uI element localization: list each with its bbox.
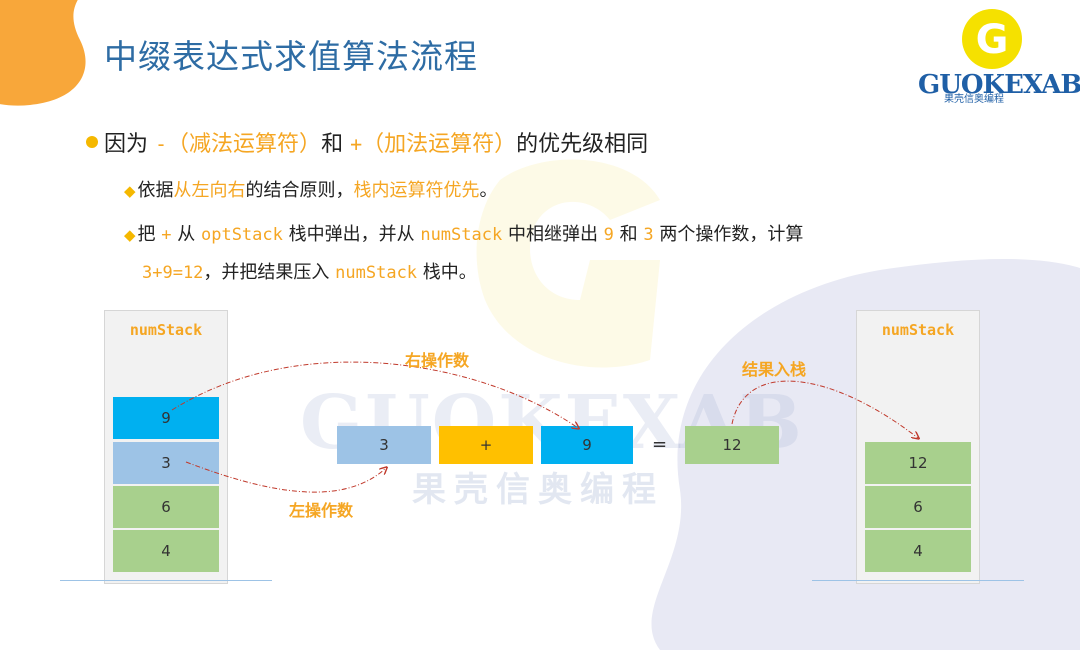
plus-note: （加法运算符） [362, 132, 517, 157]
stack-cell: 12 [865, 442, 971, 484]
text: 的结合原则， [245, 180, 354, 201]
minus-note: （减法运算符） [167, 132, 322, 157]
text: 的优先级相同 [516, 132, 649, 157]
text: 两个操作数，计算 [653, 224, 804, 245]
text: 和 [321, 132, 351, 157]
highlight-stack-priority: 栈内运算符优先 [353, 180, 480, 201]
text: ，并把结果压入 [203, 262, 336, 283]
stack-cell: 4 [865, 530, 971, 572]
text: 依据 [137, 180, 174, 201]
text: 栈中。 [417, 262, 477, 283]
operand-3: 3 [643, 225, 654, 245]
text: 。 [479, 180, 498, 201]
label-left-operand: 左操作数 [289, 501, 354, 520]
bullet-main: 因为 -（减法运算符）和 +（加法运算符）的优先级相同 [86, 126, 648, 158]
text: 和 [613, 224, 644, 245]
numstack-code: numStack [420, 225, 503, 245]
plus-operator: + [350, 132, 363, 156]
expr-operator: + [439, 426, 533, 464]
minus-operator: - [155, 132, 168, 156]
text: 因为 [104, 132, 155, 157]
plus-operator: + [161, 225, 172, 245]
corner-decoration [0, 0, 86, 106]
expr-left-operand: 3 [337, 426, 431, 464]
text: 从 [171, 224, 201, 245]
logo-letter: G [976, 17, 1009, 63]
expr-result: 12 [685, 426, 779, 464]
sub-bullet-2: ◆把 + 从 optStack 栈中弹出，并从 numStack 中相继弹出 9… [124, 220, 803, 246]
equals-sign: = [652, 434, 668, 455]
label-right-operand: 右操作数 [405, 351, 470, 370]
stack-label: numStack [881, 321, 955, 339]
bullet-dot-icon [86, 136, 98, 148]
diamond-bullet-icon: ◆ [124, 226, 136, 244]
highlight-left-to-right: 从左向右 [173, 180, 246, 201]
logo-subtitle: 果壳信奥编程 [944, 94, 1004, 105]
numstack-code: numStack [335, 263, 418, 283]
page-title: 中缀表达式求值算法流程 [104, 37, 478, 76]
sub-bullet-1: ◆依据从左向右的结合原则，栈内运算符优先。 [124, 176, 498, 202]
logo-circle-icon: G [962, 9, 1022, 69]
stack-cell: 6 [865, 486, 971, 528]
diamond-bullet-icon: ◆ [124, 182, 136, 200]
right-base-line [812, 580, 1024, 581]
stack-cell: 9 [113, 397, 219, 439]
stack-cell: 3 [113, 442, 219, 484]
logo-brand: GUOKEXABC [918, 70, 1080, 100]
left-numstack: numStack 9 3 6 4 [104, 310, 228, 584]
text: 栈中弹出，并从 [282, 224, 421, 245]
sub-bullet-2-cont: 3+9=12，并把结果压入 numStack 栈中。 [142, 258, 477, 284]
expression-code: 3+9=12 [142, 263, 204, 283]
right-numstack: numStack 12 6 4 [856, 310, 980, 584]
stack-label: numStack [129, 321, 203, 339]
left-base-line [60, 580, 272, 581]
operand-9: 9 [603, 225, 614, 245]
logo: G GUOKEXABC 果壳信奥编程 [914, 8, 1080, 108]
stack-cell: 6 [113, 486, 219, 528]
watermark-subtitle: 果壳信奥编程 [412, 470, 664, 510]
expr-right-operand: 9 [541, 426, 633, 464]
text: 把 [137, 224, 162, 245]
label-push: 结果入栈 [742, 360, 807, 379]
watermark-logo [476, 159, 660, 368]
stack-cell: 4 [113, 530, 219, 572]
text: 中相继弹出 [502, 224, 604, 245]
optstack-code: optStack [200, 225, 283, 245]
